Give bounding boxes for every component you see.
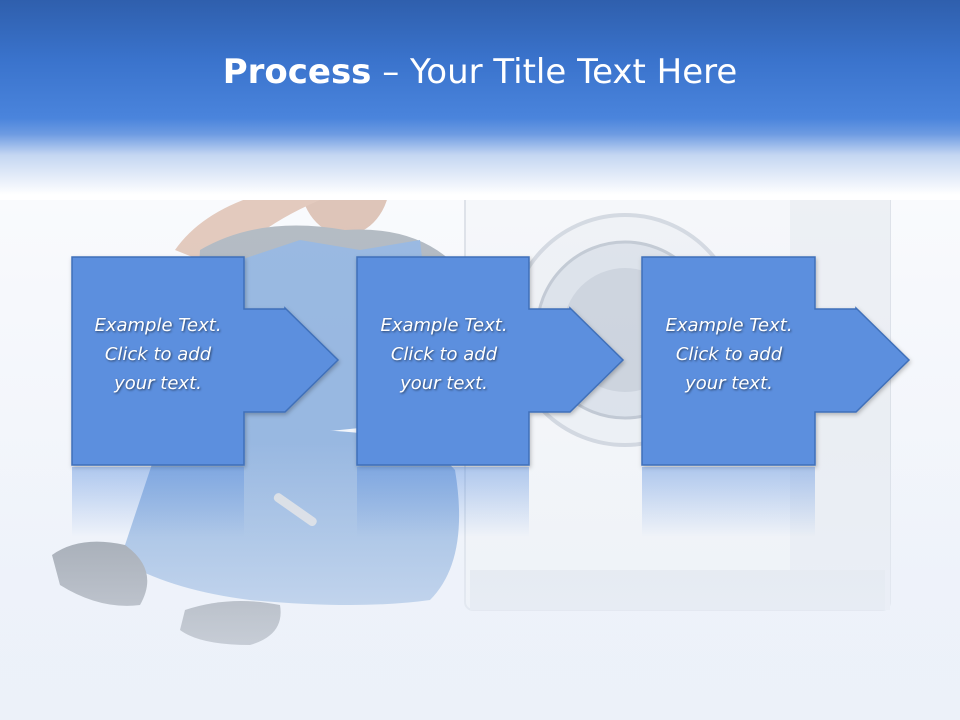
step-1-line-1: Example Text. [94, 315, 222, 336]
title-bold: Process [222, 52, 372, 92]
step-2-line-3: your text. [400, 373, 488, 394]
process-step-1-box[interactable] [71, 256, 340, 466]
process-step-2-reflection [357, 467, 529, 537]
slide-title[interactable]: Process – Your Title Text Here [0, 52, 960, 92]
step-3-line-3: your text. [685, 373, 773, 394]
step-3-line-1: Example Text. [665, 315, 793, 336]
process-step-1-reflection [72, 467, 244, 537]
process-step-3-reflection [642, 467, 815, 537]
step-2-line-2: Click to add [390, 344, 498, 365]
process-step-2-text[interactable]: Example Text. Click to add your text. [358, 311, 530, 398]
step-2-line-1: Example Text. [380, 315, 508, 336]
title-rest: – Your Title Text Here [371, 52, 738, 92]
process-step-3-text[interactable]: Example Text. Click to add your text. [643, 311, 815, 398]
step-1-line-2: Click to add [104, 344, 212, 365]
process-step-2-box[interactable] [356, 256, 625, 466]
process-step-3-box[interactable] [641, 256, 911, 466]
step-3-line-2: Click to add [675, 344, 783, 365]
step-1-line-3: your text. [114, 373, 202, 394]
process-step-1-text[interactable]: Example Text. Click to add your text. [72, 311, 244, 398]
